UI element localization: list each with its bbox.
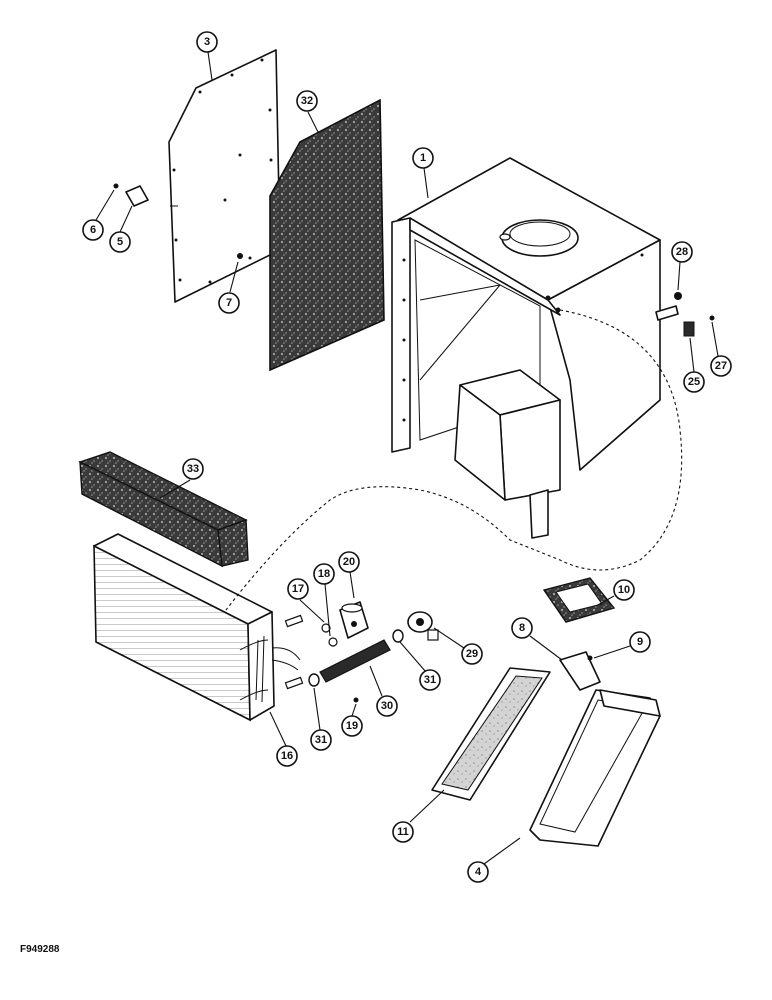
callout-27: 27 bbox=[710, 355, 732, 377]
fitting-part-5 bbox=[125, 185, 149, 207]
callout-5: 5 bbox=[109, 231, 131, 253]
bolt-part-27 bbox=[709, 315, 715, 321]
o-ring-part-18 bbox=[328, 637, 338, 647]
callout-label-29: 29 bbox=[466, 648, 478, 660]
leader-lines bbox=[95, 51, 719, 865]
callout-label-1: 1 bbox=[420, 152, 426, 164]
callout-label-33: 33 bbox=[187, 463, 199, 475]
coil-part-16 bbox=[93, 533, 304, 722]
callout-label-9: 9 bbox=[637, 636, 643, 648]
callout-label-5: 5 bbox=[117, 236, 123, 248]
callout-6: 6 bbox=[82, 219, 104, 241]
callout-label-32: 32 bbox=[301, 95, 313, 107]
callout-17: 17 bbox=[287, 578, 309, 600]
callout-10: 10 bbox=[613, 579, 635, 601]
callout-label-18: 18 bbox=[318, 568, 330, 580]
drain-pan-part-4 bbox=[529, 689, 661, 847]
callout-9: 9 bbox=[629, 631, 651, 653]
callout-3: 3 bbox=[196, 31, 218, 53]
callout-31-left: 31 bbox=[310, 729, 332, 751]
callout-label-8: 8 bbox=[519, 622, 525, 634]
gasket-part-10 bbox=[542, 577, 616, 623]
callout-label-10: 10 bbox=[618, 584, 630, 596]
callout-label-19: 19 bbox=[346, 720, 358, 732]
screw-part-19 bbox=[353, 697, 359, 703]
callout-label-4: 4 bbox=[475, 866, 482, 878]
callout-32: 32 bbox=[296, 90, 318, 112]
foam-strip-part-33 bbox=[78, 451, 249, 568]
filter-tray-part-11 bbox=[431, 667, 551, 801]
callout-31-right: 31 bbox=[419, 669, 441, 691]
callout-20: 20 bbox=[338, 551, 360, 573]
o-ring-part-17 bbox=[321, 623, 331, 633]
callout-30: 30 bbox=[376, 695, 398, 717]
callout-label-27: 27 bbox=[715, 360, 727, 372]
callout-label-25: 25 bbox=[688, 376, 700, 388]
callout-19: 19 bbox=[341, 715, 363, 737]
callout-18: 18 bbox=[313, 563, 335, 585]
callout-7: 7 bbox=[218, 292, 240, 314]
panel-part-3 bbox=[168, 49, 281, 303]
callout-8: 8 bbox=[511, 617, 533, 639]
callout-33: 33 bbox=[182, 458, 204, 480]
callout-label-31-left: 31 bbox=[315, 734, 327, 746]
callout-label-7: 7 bbox=[226, 297, 232, 309]
callout-label-17: 17 bbox=[292, 583, 304, 595]
screw-part-9 bbox=[587, 655, 593, 661]
hose-part-30 bbox=[319, 639, 391, 683]
callout-label-16: 16 bbox=[281, 750, 293, 762]
callout-1: 1 bbox=[412, 147, 434, 169]
figure-code: F949288 bbox=[20, 944, 60, 955]
filter-pad-part-32 bbox=[269, 98, 385, 372]
callout-11: 11 bbox=[392, 821, 414, 843]
callout-28: 28 bbox=[671, 241, 693, 263]
callout-label-6: 6 bbox=[90, 224, 96, 236]
bracket-part-28 bbox=[655, 292, 682, 321]
callout-label-28: 28 bbox=[676, 246, 688, 258]
callout-label-30: 30 bbox=[381, 700, 393, 712]
housing-part-1 bbox=[391, 157, 661, 539]
callout-label-11: 11 bbox=[397, 826, 409, 838]
callout-label-31-right: 31 bbox=[424, 674, 436, 686]
callout-label-3: 3 bbox=[204, 36, 210, 48]
screw-part-6 bbox=[113, 183, 119, 189]
fitting-part-31a bbox=[308, 673, 320, 687]
fitting-part-31b bbox=[392, 629, 404, 643]
spring-part-25 bbox=[683, 321, 695, 337]
callout-29: 29 bbox=[461, 643, 483, 665]
callout-25: 25 bbox=[683, 371, 705, 393]
callout-16: 16 bbox=[276, 745, 298, 767]
clamp-part-8 bbox=[559, 651, 601, 691]
plug-part-7 bbox=[237, 253, 243, 259]
valve-body-part-29 bbox=[407, 611, 439, 641]
valve-part-20 bbox=[339, 601, 369, 639]
callout-label-20: 20 bbox=[343, 556, 355, 568]
cable-dashed-line bbox=[225, 309, 683, 611]
callout-4: 4 bbox=[467, 861, 489, 883]
